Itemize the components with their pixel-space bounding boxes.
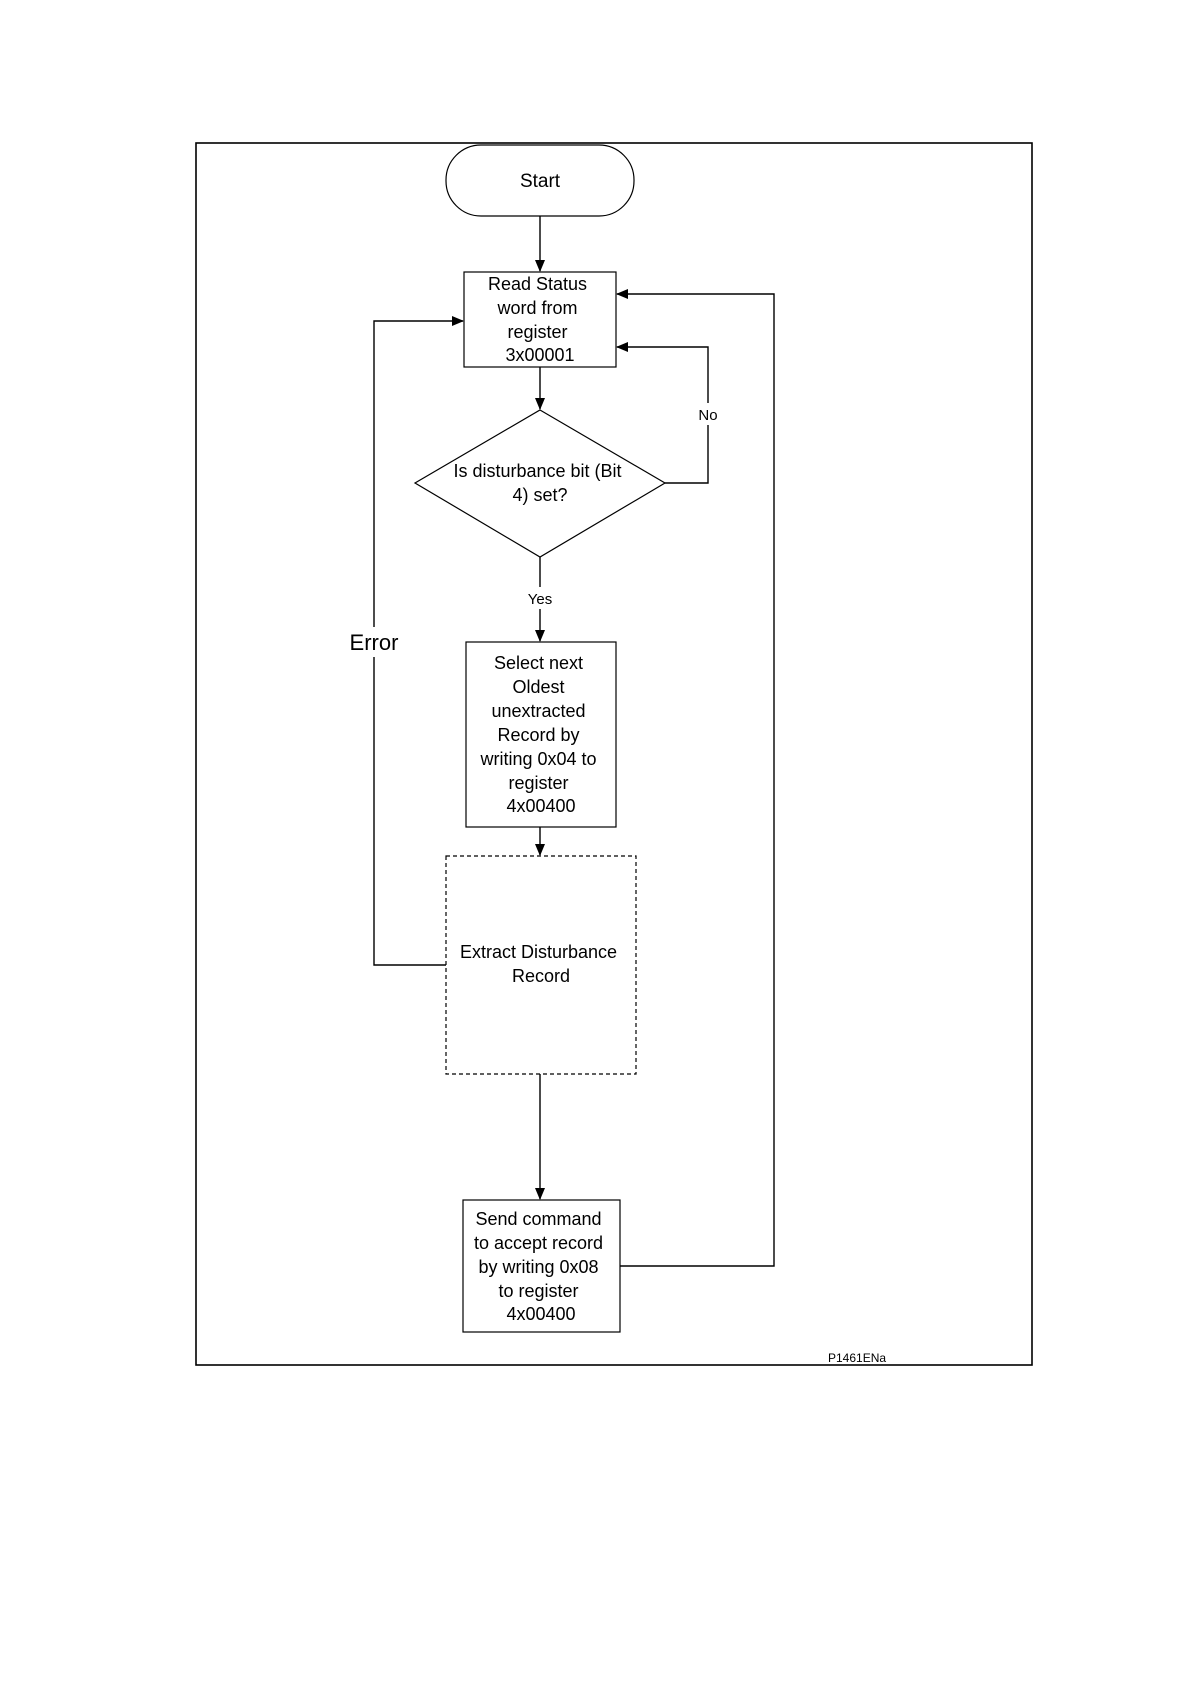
- select-line-5: writing 0x04 to: [479, 749, 596, 769]
- decision-line-1: Is disturbance bit (Bit: [453, 461, 621, 481]
- select-line-1: Select next: [494, 653, 583, 673]
- decision-line-2: 4) set?: [512, 485, 567, 505]
- no-branch-label: No: [698, 407, 717, 424]
- read-status-line-4: 3x00001: [505, 345, 574, 365]
- error-label: Error: [350, 630, 399, 655]
- accept-line-1: Send command: [475, 1209, 601, 1229]
- accept-line-2: to accept record: [474, 1233, 603, 1253]
- select-line-6: register: [508, 773, 568, 793]
- read-status-line-1: Read Status: [488, 274, 587, 294]
- extract-record-box: [446, 856, 636, 1074]
- connector-loop-back: [617, 294, 774, 1266]
- select-line-2: Oldest: [512, 677, 564, 697]
- select-line-4: Record by: [497, 725, 579, 745]
- figure-reference: P1461ENa: [828, 1351, 886, 1365]
- accept-line-4: to register: [498, 1281, 578, 1301]
- yes-branch-label: Yes: [528, 591, 552, 608]
- select-line-3: unextracted: [491, 701, 585, 721]
- extract-line-2: Record: [512, 966, 570, 986]
- read-status-line-2: word from: [496, 298, 577, 318]
- select-line-7: 4x00400: [506, 796, 575, 816]
- accept-line-3: by writing 0x08: [478, 1257, 598, 1277]
- extract-line-1: Extract Disturbance: [460, 942, 617, 962]
- start-label: Start: [520, 171, 561, 192]
- read-status-line-3: register: [507, 322, 567, 342]
- accept-line-5: 4x00400: [506, 1304, 575, 1324]
- decision-diamond: [415, 410, 665, 557]
